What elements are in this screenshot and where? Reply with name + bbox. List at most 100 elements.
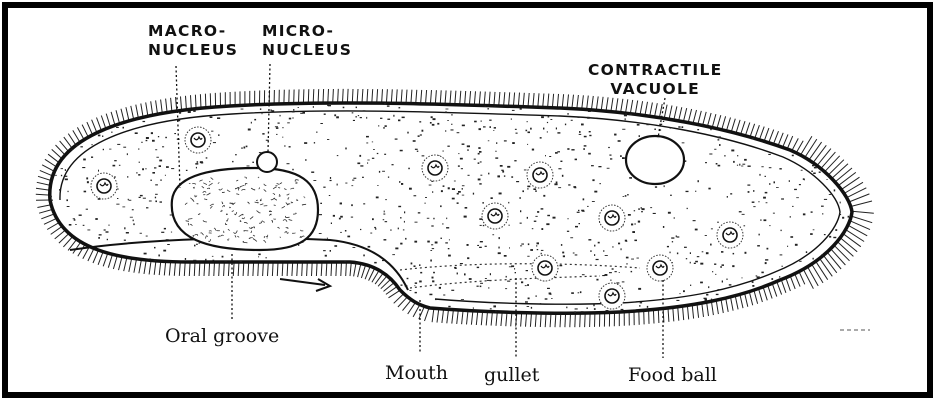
- granule: [477, 245, 479, 246]
- granule: [727, 196, 728, 198]
- cilium: [186, 96, 187, 110]
- cilium: [575, 313, 576, 327]
- granule: [336, 311, 338, 313]
- cilium: [268, 262, 269, 276]
- granule: [268, 305, 270, 307]
- granule: [457, 202, 459, 204]
- granule: [528, 132, 531, 134]
- granule: [625, 240, 627, 242]
- granule: [700, 263, 703, 265]
- granule: [127, 153, 128, 155]
- granule: [320, 203, 322, 204]
- granule: [591, 318, 593, 319]
- granule: [384, 306, 385, 307]
- cilium: [377, 89, 378, 103]
- cilium: [726, 118, 730, 131]
- granule: [815, 266, 816, 267]
- granule: [398, 228, 399, 230]
- granule: [64, 280, 67, 281]
- cilium: [38, 176, 51, 180]
- cilium: [41, 214, 54, 219]
- granule: [163, 250, 166, 252]
- granule: [848, 216, 850, 218]
- granule: [792, 155, 794, 157]
- granule: [461, 299, 464, 300]
- granule: [726, 310, 728, 311]
- granule: [551, 298, 553, 299]
- cilium: [827, 252, 841, 269]
- granule: [504, 140, 507, 141]
- granule: [721, 120, 722, 122]
- granule: [737, 155, 738, 156]
- granule: [829, 169, 830, 171]
- cilium: [494, 92, 495, 106]
- granule: [158, 136, 159, 137]
- cilium: [838, 172, 856, 185]
- cilium: [812, 264, 823, 283]
- granule: [853, 154, 855, 155]
- granule: [68, 191, 69, 192]
- granule: [275, 126, 278, 127]
- granule: [516, 181, 519, 182]
- granule: [780, 156, 782, 157]
- cilium: [292, 262, 293, 276]
- cilium: [195, 95, 196, 109]
- granule: [155, 197, 156, 199]
- cilium: [843, 234, 861, 247]
- granule: [752, 285, 754, 287]
- granule: [524, 170, 527, 171]
- granule: [258, 254, 260, 256]
- granule: [74, 219, 76, 221]
- granule: [745, 252, 747, 254]
- granule: [441, 190, 443, 192]
- granule: [490, 126, 491, 128]
- granule: [813, 258, 814, 260]
- granule: [705, 235, 707, 236]
- granule: [175, 299, 176, 300]
- granule: [757, 245, 760, 246]
- cilium: [350, 262, 351, 276]
- cilium: [707, 113, 711, 127]
- granule: [462, 125, 465, 127]
- cilium: [755, 125, 760, 138]
- granule: [166, 166, 169, 168]
- cilium: [321, 262, 322, 276]
- granule: [292, 169, 293, 171]
- granule: [622, 281, 625, 282]
- granule: [367, 160, 369, 161]
- granule: [578, 117, 580, 118]
- granule: [67, 257, 69, 259]
- granule: [414, 285, 415, 286]
- contractile-vacuole-label: CONTRACTILE VACUOLE: [588, 61, 723, 99]
- cilium: [469, 91, 470, 105]
- cilium: [336, 262, 337, 276]
- cilium: [238, 262, 239, 276]
- cilium: [745, 123, 750, 136]
- granule: [472, 320, 474, 322]
- granule: [113, 277, 115, 279]
- granule: [531, 307, 532, 309]
- granule: [134, 300, 136, 301]
- granule: [366, 143, 368, 144]
- cilium: [164, 262, 165, 276]
- granule: [102, 136, 103, 138]
- granule: [509, 225, 510, 226]
- granule: [655, 186, 657, 188]
- granule: [796, 111, 798, 112]
- granule: [382, 171, 385, 172]
- granule: [541, 208, 544, 209]
- cilium: [108, 254, 112, 267]
- cilium: [801, 136, 812, 155]
- granule: [112, 257, 115, 258]
- cilium: [692, 305, 693, 319]
- granule: [399, 107, 401, 108]
- granule: [744, 159, 747, 161]
- granule: [556, 182, 558, 184]
- cilium: [803, 269, 813, 289]
- cilium: [674, 106, 677, 120]
- macronucleus-label: MACRO- NUCLEUS: [148, 22, 238, 60]
- granule: [742, 214, 745, 215]
- granule: [417, 151, 419, 152]
- granule: [361, 303, 364, 305]
